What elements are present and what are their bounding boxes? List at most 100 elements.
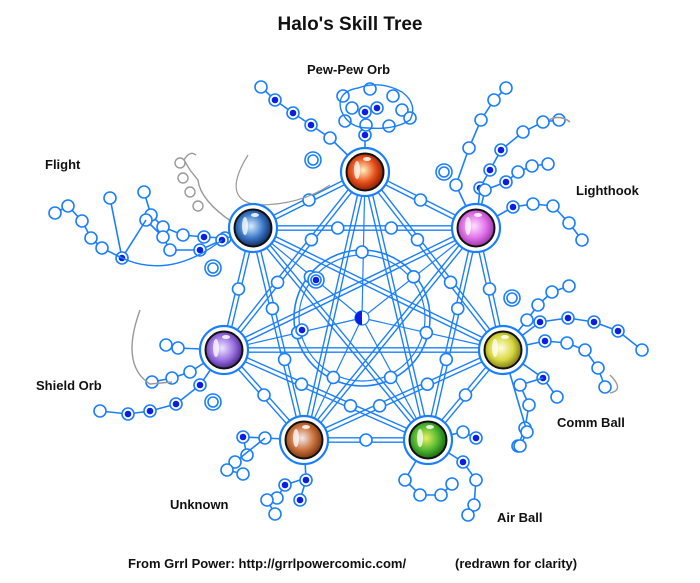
orb-link <box>366 171 431 440</box>
comm-hook-node <box>598 380 612 394</box>
diagram-title: Halo's Skill Tree <box>277 14 423 35</box>
air-lower-node <box>445 477 459 491</box>
orb-link <box>425 227 475 440</box>
orb-glint <box>363 157 371 161</box>
flight-left-node <box>95 241 109 255</box>
comm-arc-node-fill <box>614 327 622 335</box>
web-node <box>384 221 399 235</box>
orb-link <box>362 172 427 441</box>
orb-glint <box>251 213 259 217</box>
flight-gray-node <box>177 172 189 184</box>
unknown-left-2-node <box>236 467 250 481</box>
label-comm-ball: Comm Ball <box>557 415 625 430</box>
web-node <box>482 282 497 296</box>
ring-node <box>326 370 341 385</box>
orb-link <box>253 225 505 349</box>
orb-link <box>222 225 476 349</box>
shield-upper-node <box>159 338 173 352</box>
lighthook-upper-node <box>449 178 463 192</box>
comm-arc-node <box>635 343 649 357</box>
pewpew-cluster-node <box>395 103 409 117</box>
lighthook-hook-node-fill <box>497 146 505 154</box>
ring-node <box>419 325 434 340</box>
shield-gray-arc <box>131 309 173 385</box>
flight-mid-node <box>163 243 177 257</box>
ring-node-active-fill <box>298 326 306 334</box>
orb-link <box>250 228 427 442</box>
air-lower-node <box>413 488 427 502</box>
pewpew-left-branch-node-fill <box>289 109 297 117</box>
hub-fill <box>355 311 362 325</box>
lighthook-mid-node-fill <box>502 178 510 186</box>
shield-lower-node <box>93 404 107 418</box>
unknown-left-2-node <box>220 463 234 477</box>
unknown-lower-node-fill <box>302 476 310 484</box>
orb-glint <box>426 425 434 429</box>
pewpew-left-branch-node-fill <box>307 121 315 129</box>
pewpew-cluster-node <box>403 111 417 125</box>
web-node <box>420 377 435 392</box>
web-node <box>450 301 465 316</box>
air-small-node <box>513 439 527 453</box>
flight-left-node <box>75 214 89 228</box>
comm-upper-node <box>562 279 576 293</box>
orb-link <box>224 229 478 353</box>
comm-arc-node-fill <box>590 318 598 326</box>
pewpew-cluster-node <box>338 114 352 128</box>
orb-layer <box>198 146 529 466</box>
air-right-node <box>461 508 475 522</box>
air-lower-node <box>434 488 448 502</box>
pewpew-left-branch-node <box>323 131 337 145</box>
ring-node <box>383 370 398 385</box>
branch-layer <box>48 80 649 522</box>
shield-mid-node <box>183 365 197 379</box>
lighthook-mid-node <box>478 183 492 197</box>
air-small-node <box>520 425 534 439</box>
pewpew-cluster-node <box>345 101 359 115</box>
unknown-left-node-fill <box>239 433 247 441</box>
flight-upper-node <box>176 228 190 242</box>
comm-hook-node-fill <box>541 337 549 345</box>
label-unknown: Unknown <box>170 497 229 512</box>
unknown-lower-2-node-fill <box>281 481 289 489</box>
orb-lighthook <box>450 202 502 254</box>
lighthook-lower-node-fill <box>509 203 517 211</box>
air-lower-node <box>398 473 412 487</box>
orb-highlight <box>354 161 360 179</box>
shield-lower-node-fill <box>146 407 154 415</box>
lighthook-gray-arc <box>548 116 571 123</box>
lighthook-mid-node <box>525 159 539 173</box>
orb-highlight <box>293 429 299 447</box>
lighthook-upper-node <box>499 81 513 95</box>
comm-lower-2-node <box>513 378 527 392</box>
ring-node-active-fill <box>312 276 320 284</box>
footer-source: From Grrl Power: http://grrlpowercomic.c… <box>128 556 407 571</box>
orb-link <box>222 351 428 443</box>
web-node <box>265 301 280 316</box>
flight-upper-node <box>137 185 151 199</box>
air-upper-node-fill <box>472 434 480 442</box>
orb-highlight <box>213 339 219 357</box>
lighthook-hook-node <box>552 113 566 127</box>
comm-arc-node-fill <box>536 318 544 326</box>
orb-highlight <box>417 429 423 447</box>
comm-upper-node <box>520 313 534 327</box>
footer-note: (redrawn for clarity) <box>455 556 578 571</box>
web-node <box>304 232 319 247</box>
comm-hook-node <box>578 343 592 357</box>
web-node <box>277 352 292 367</box>
flight-gray-node <box>192 200 204 212</box>
pewpew-branch-node-fill <box>361 108 369 116</box>
web-node <box>443 275 458 290</box>
lighthook-lower-node <box>546 199 560 213</box>
pewpew-cluster-node <box>386 89 400 103</box>
ring-node <box>355 245 369 259</box>
flight-ring-node <box>207 262 219 274</box>
orb-glint <box>474 213 482 217</box>
lighthook-ring-node <box>438 166 450 178</box>
orb-link <box>225 172 368 352</box>
lighthook-upper-node <box>474 113 488 127</box>
orb-comm-ball <box>477 324 529 376</box>
web-node <box>359 433 373 447</box>
flight-mid-node-fill <box>196 246 204 254</box>
